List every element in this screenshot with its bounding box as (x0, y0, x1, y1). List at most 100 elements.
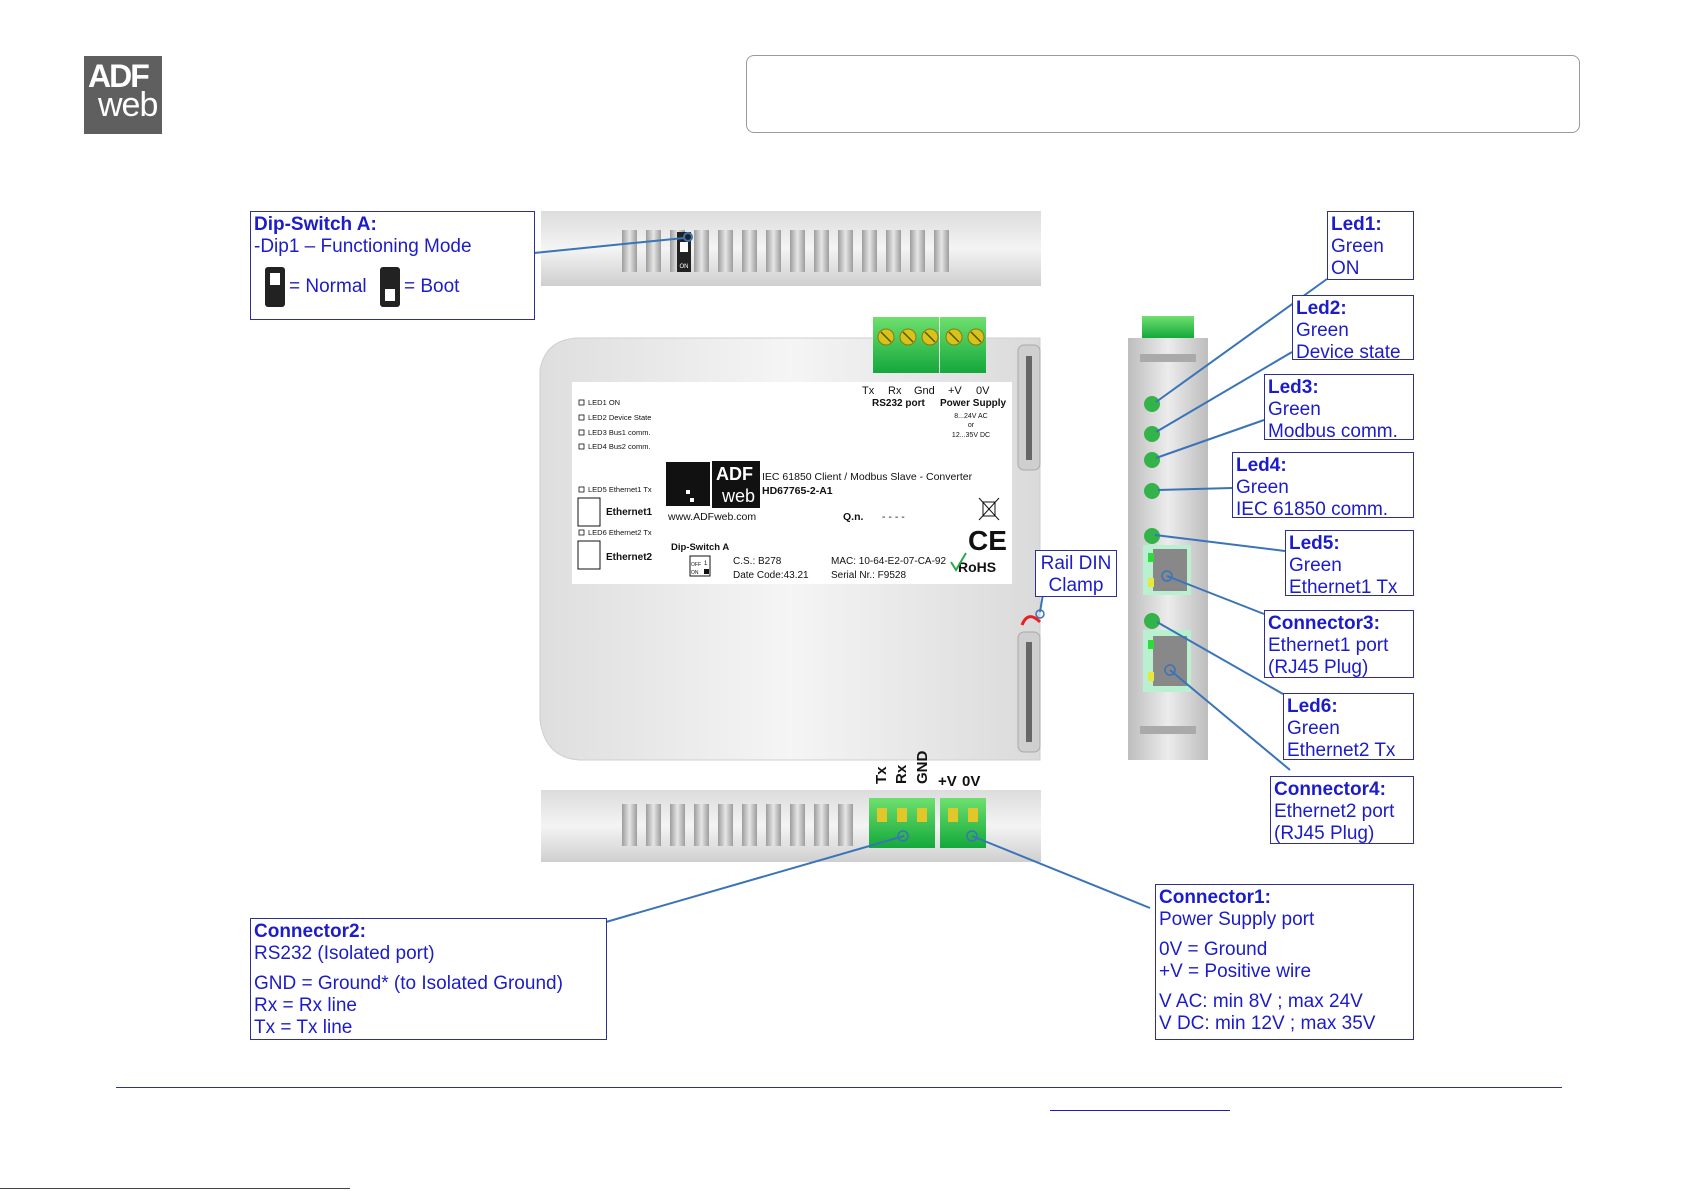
top-vent-fin (886, 230, 901, 272)
rohs-mark: RoHS (958, 559, 996, 575)
callout-connector3-title: Connector3: (1268, 613, 1380, 634)
power-supply-label: Power Supply (940, 398, 1007, 409)
top-vent-fin (862, 230, 877, 272)
callout-led5: Led5: Green Ethernet1 Tx (1285, 530, 1414, 598)
callout-connector3-line1: Ethernet1 port (1268, 635, 1389, 656)
footer-link-underline[interactable] (1050, 1110, 1230, 1111)
callout-dip-switch-line1: -Dip1 – Functioning Mode (254, 236, 472, 257)
top-vent-fin (838, 230, 853, 272)
device-brand-adf: ADF (716, 464, 753, 484)
callout-led6-line2: Ethernet2 Tx (1287, 740, 1396, 761)
callout-led6-line1: Green (1287, 718, 1340, 739)
dip-switch-label: Dip-Switch A (671, 542, 729, 553)
header-title-box (746, 55, 1580, 133)
bottom-vent-fin (742, 804, 757, 846)
callout-led2-title: Led2: (1296, 298, 1347, 319)
callout-connector4-title: Connector4: (1274, 779, 1386, 800)
device-side-view (1128, 316, 1208, 760)
top-vent-fin (814, 230, 829, 272)
side-led4 (1144, 483, 1160, 499)
callout-led4-title: Led4: (1236, 455, 1287, 476)
callout-connector1-title: Connector1: (1159, 887, 1271, 908)
callout-led1: Led1: Green ON (1327, 211, 1414, 280)
callout-led1-title: Led1: (1331, 214, 1382, 235)
label-ethernet1: Ethernet1 (606, 507, 653, 518)
callout-led5-line1: Green (1289, 555, 1342, 576)
callout-connector1-line3: +V = Positive wire (1159, 961, 1312, 982)
callout-led3-title: Led3: (1268, 377, 1319, 398)
device-front-body (539, 317, 1042, 761)
bottom-vent-fin (790, 804, 805, 846)
callout-connector1-line2: 0V = Ground (1159, 939, 1268, 960)
top-vent-fin (934, 230, 949, 272)
callout-led1-line1: Green (1331, 236, 1384, 257)
callout-led5-line2: Ethernet1 Tx (1289, 577, 1398, 598)
power-dc-label: 12...35V DC (952, 432, 990, 439)
callout-led4: Led4: Green IEC 61850 comm. (1232, 452, 1414, 520)
callout-led4-line1: Green (1236, 477, 1289, 498)
bottom-vent-fin (718, 804, 733, 846)
ce-mark: CE (968, 525, 1007, 556)
top-vent-fin (766, 230, 781, 272)
dip-boot-icon (380, 267, 400, 307)
callout-dip-switch-title: Dip-Switch A: (254, 214, 377, 235)
term-label-pv: +V (948, 385, 962, 397)
callout-rail-line2: Clamp (1048, 575, 1104, 596)
callout-led5-title: Led5: (1289, 533, 1340, 554)
top-vent-fin (910, 230, 925, 272)
callout-led1-line2: ON (1331, 258, 1360, 279)
serial-value: Serial Nr.: F9528 (831, 570, 906, 581)
callout-connector2: Connector2: RS232 (Isolated port) GND = … (250, 918, 607, 1040)
product-description: IEC 61850 Client / Modbus Slave - Conver… (762, 471, 973, 483)
bottom-vent-fin (694, 804, 709, 846)
term-label-tx: Tx (862, 385, 875, 397)
website-text: www.ADFweb.com (667, 511, 756, 523)
leader-end-markers (897, 570, 1176, 842)
callout-connector2-line1: RS232 (Isolated port) (254, 943, 435, 964)
bottom-vent-fin (646, 804, 661, 846)
callout-led6: Led6: Green Ethernet2 Tx (1283, 693, 1414, 761)
bottom-label-tx: Tx (873, 766, 890, 784)
logo-text-web: web (98, 86, 158, 124)
side-led6 (1144, 613, 1160, 629)
callout-connector2-line4: Tx = Tx line (254, 1017, 353, 1038)
top-dip-on-label: ON (680, 264, 689, 270)
product-code: HD67765-2-A1 (762, 485, 833, 497)
callout-led2-line1: Green (1296, 320, 1349, 341)
device-label-panel (572, 382, 1012, 584)
label-dip-on: ON (691, 570, 699, 576)
callout-rail-line1: Rail DIN (1040, 553, 1112, 574)
callout-dip-normal: = Normal (289, 276, 367, 297)
label-led4: LED4 Bus2 comm. (588, 442, 651, 451)
bottom-vent-fin (670, 804, 685, 846)
callout-connector2-line3: Rx = Rx line (254, 995, 357, 1016)
callout-connector3: Connector3: Ethernet1 port (RJ45 Plug) (1264, 610, 1414, 678)
top-vent-fin (694, 230, 709, 272)
callout-dip-switch: Dip-Switch A: -Dip1 – Functioning Mode =… (250, 211, 535, 320)
bottom-edge-line (0, 1188, 350, 1189)
callout-connector4: Connector4: Ethernet2 port (RJ45 Plug) (1270, 776, 1414, 844)
label-ethernet2: Ethernet2 (606, 552, 653, 563)
callout-connector1-line4: V AC: min 8V ; max 24V (1159, 991, 1363, 1012)
side-led3 (1144, 452, 1160, 468)
bottom-power-terminal (940, 798, 986, 848)
callout-connector1-line1: Power Supply port (1159, 909, 1315, 930)
device-brand-web: web (721, 486, 755, 506)
bottom-label-pv: +V (938, 773, 957, 790)
callout-connector2-line2: GND = Ground* (to Isolated Ground) (254, 973, 563, 994)
label-dip-switch-icon (689, 555, 711, 577)
callout-connector3-line2: (RJ45 Plug) (1268, 657, 1369, 678)
rs232-port-label: RS232 port (872, 398, 925, 409)
device-brand-logo (712, 461, 760, 508)
top-vent-fin (646, 230, 661, 272)
qn-value: - - - - (882, 511, 905, 523)
side-led1 (1144, 396, 1160, 412)
bottom-label-rx: Rx (893, 764, 910, 784)
callout-led3: Led3: Green Modbus comm. (1264, 374, 1414, 442)
dip-normal-icon (265, 267, 285, 307)
callout-led2-line2: Device state (1296, 342, 1401, 363)
power-terminal-block (940, 317, 986, 373)
callout-dip-boot: = Boot (404, 276, 460, 297)
label-dip-off: OFF (691, 562, 701, 568)
